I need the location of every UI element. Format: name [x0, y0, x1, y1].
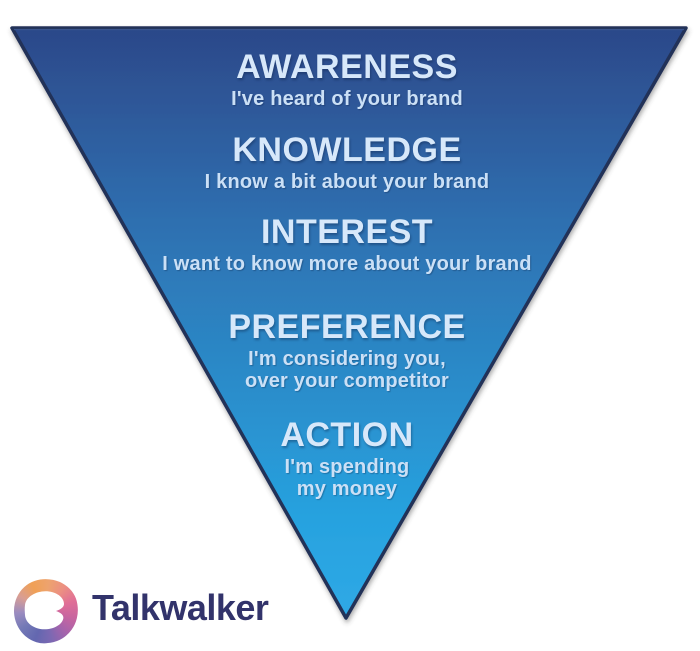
talkwalker-wordmark: Talkwalker: [92, 587, 269, 628]
talkwalker-logo: Talkwalker: [9, 574, 269, 648]
talkwalker-swirl-icon: [9, 574, 83, 648]
